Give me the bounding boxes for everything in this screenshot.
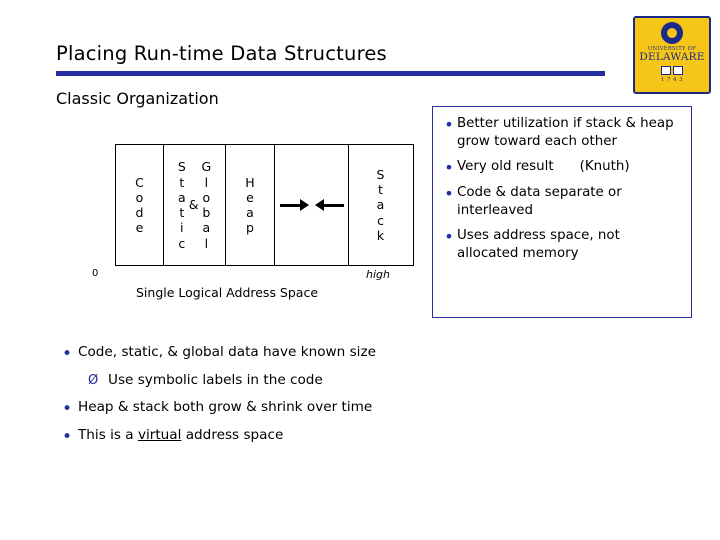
memory-cell-heap: H e a p [226,145,275,265]
bullet-item-1: • Code, static, & global data have known… [56,344,526,363]
bullet-icon: • [444,183,454,203]
heap-letter: H [245,174,255,190]
heap-letter: e [246,189,254,205]
bullet-icon: • [444,227,454,247]
growth-arrows [275,199,348,211]
bullet-item-text: Heap & stack both grow & shrink over tim… [78,398,373,415]
ampersand-symbol: & [188,197,199,213]
stack-letter: a [376,197,385,213]
stack-letter: t [378,182,383,198]
bullet-text-before: This is a [78,426,138,443]
memory-cell-stack: S t a c k [349,145,412,265]
bullet-item-2: Ø Use symbolic labels in the code [88,372,526,390]
bullet-text-emphasis: virtual [137,426,182,443]
logo-name: DELAWARE [639,51,705,63]
bullet-item-text: Use symbolic labels in the code [108,372,323,388]
callout-item-text: Very old result (Knuth) [457,158,630,176]
static-letter: a [177,189,186,205]
callout-item: • Code & data separate or interleaved [441,184,685,220]
stack-letter: S [376,166,385,182]
memory-cell-free-space [275,145,349,265]
page-title: Placing Run-time Data Structures [56,42,387,65]
callout-item: • Uses address space, not allocated memo… [441,227,685,263]
bullet-item-3: • Heap & stack both grow & shrink over t… [56,399,526,418]
callout-item-main: Very old result [457,159,554,175]
address-high-label: high [366,268,390,281]
logo-books-icon [661,66,683,76]
logo-seal-icon [661,22,683,44]
code-letter: o [135,189,144,205]
diagram-caption: Single Logical Address Space [136,285,319,300]
heap-letter: p [246,220,254,236]
bullet-list: • Code, static, & global data have known… [56,344,526,455]
stack-grow-arrow-icon [314,199,344,211]
global-letter: G [201,159,212,175]
code-letter: C [135,174,144,190]
code-letter: e [135,220,144,236]
global-letter: b [202,205,211,220]
memory-cell-code: C o d e [116,145,164,265]
callout-box: • Better utilization if stack & heap gro… [432,106,692,318]
section-heading: Classic Organization [56,89,219,108]
static-letter: i [180,220,184,236]
bullet-icon: • [61,344,73,364]
code-letter: d [135,205,144,220]
stack-letter: c [377,212,384,228]
static-letter: t [179,174,185,190]
callout-item-citation: (Knuth) [579,159,630,175]
global-letter: o [202,189,211,205]
callout-item-text: Code & data separate or interleaved [457,184,622,218]
logo-year: 1 7 4 3 [660,77,684,84]
address-low-label: 0 [92,268,99,279]
bullet-icon: • [444,158,454,178]
bullet-item-text: Code, static, & global data have known s… [78,344,376,360]
bullet-icon: • [61,398,73,419]
callout-item-text: Uses address space, not allocated memory [457,228,620,262]
global-letter: a [202,220,211,236]
heap-letter: a [246,205,254,220]
memory-layout-diagram: C o d e S t a t i c & G l o b a [115,144,414,266]
global-letter: l [204,235,209,251]
static-letter: c [178,235,186,251]
university-logo: UNIVERSITY OF DELAWARE 1 7 4 3 [633,16,711,94]
callout-item: • Better utilization if stack & heap gro… [441,115,685,151]
title-underline-rule [56,71,605,76]
bullet-icon: • [61,426,73,447]
static-letter: t [179,205,185,220]
arrow-bullet-icon: Ø [88,373,99,388]
heap-grow-arrow-icon [279,199,309,211]
logo-university-word: UNIVERSITY OF [647,46,697,52]
global-letter: l [204,174,209,190]
memory-cell-static-global: S t a t i c & G l o b a l [164,145,226,265]
bullet-text-after: address space [181,426,284,443]
bullet-item-text: This is a virtual address space [78,427,283,445]
static-letter: S [177,159,186,175]
stack-letter: k [376,227,385,243]
callout-item: • Very old result (Knuth) [441,158,685,176]
bullet-item-4: • This is a virtual address space [56,427,526,446]
bullet-icon: • [444,115,454,134]
callout-item-text: Better utilization if stack & heap grow … [457,116,674,150]
